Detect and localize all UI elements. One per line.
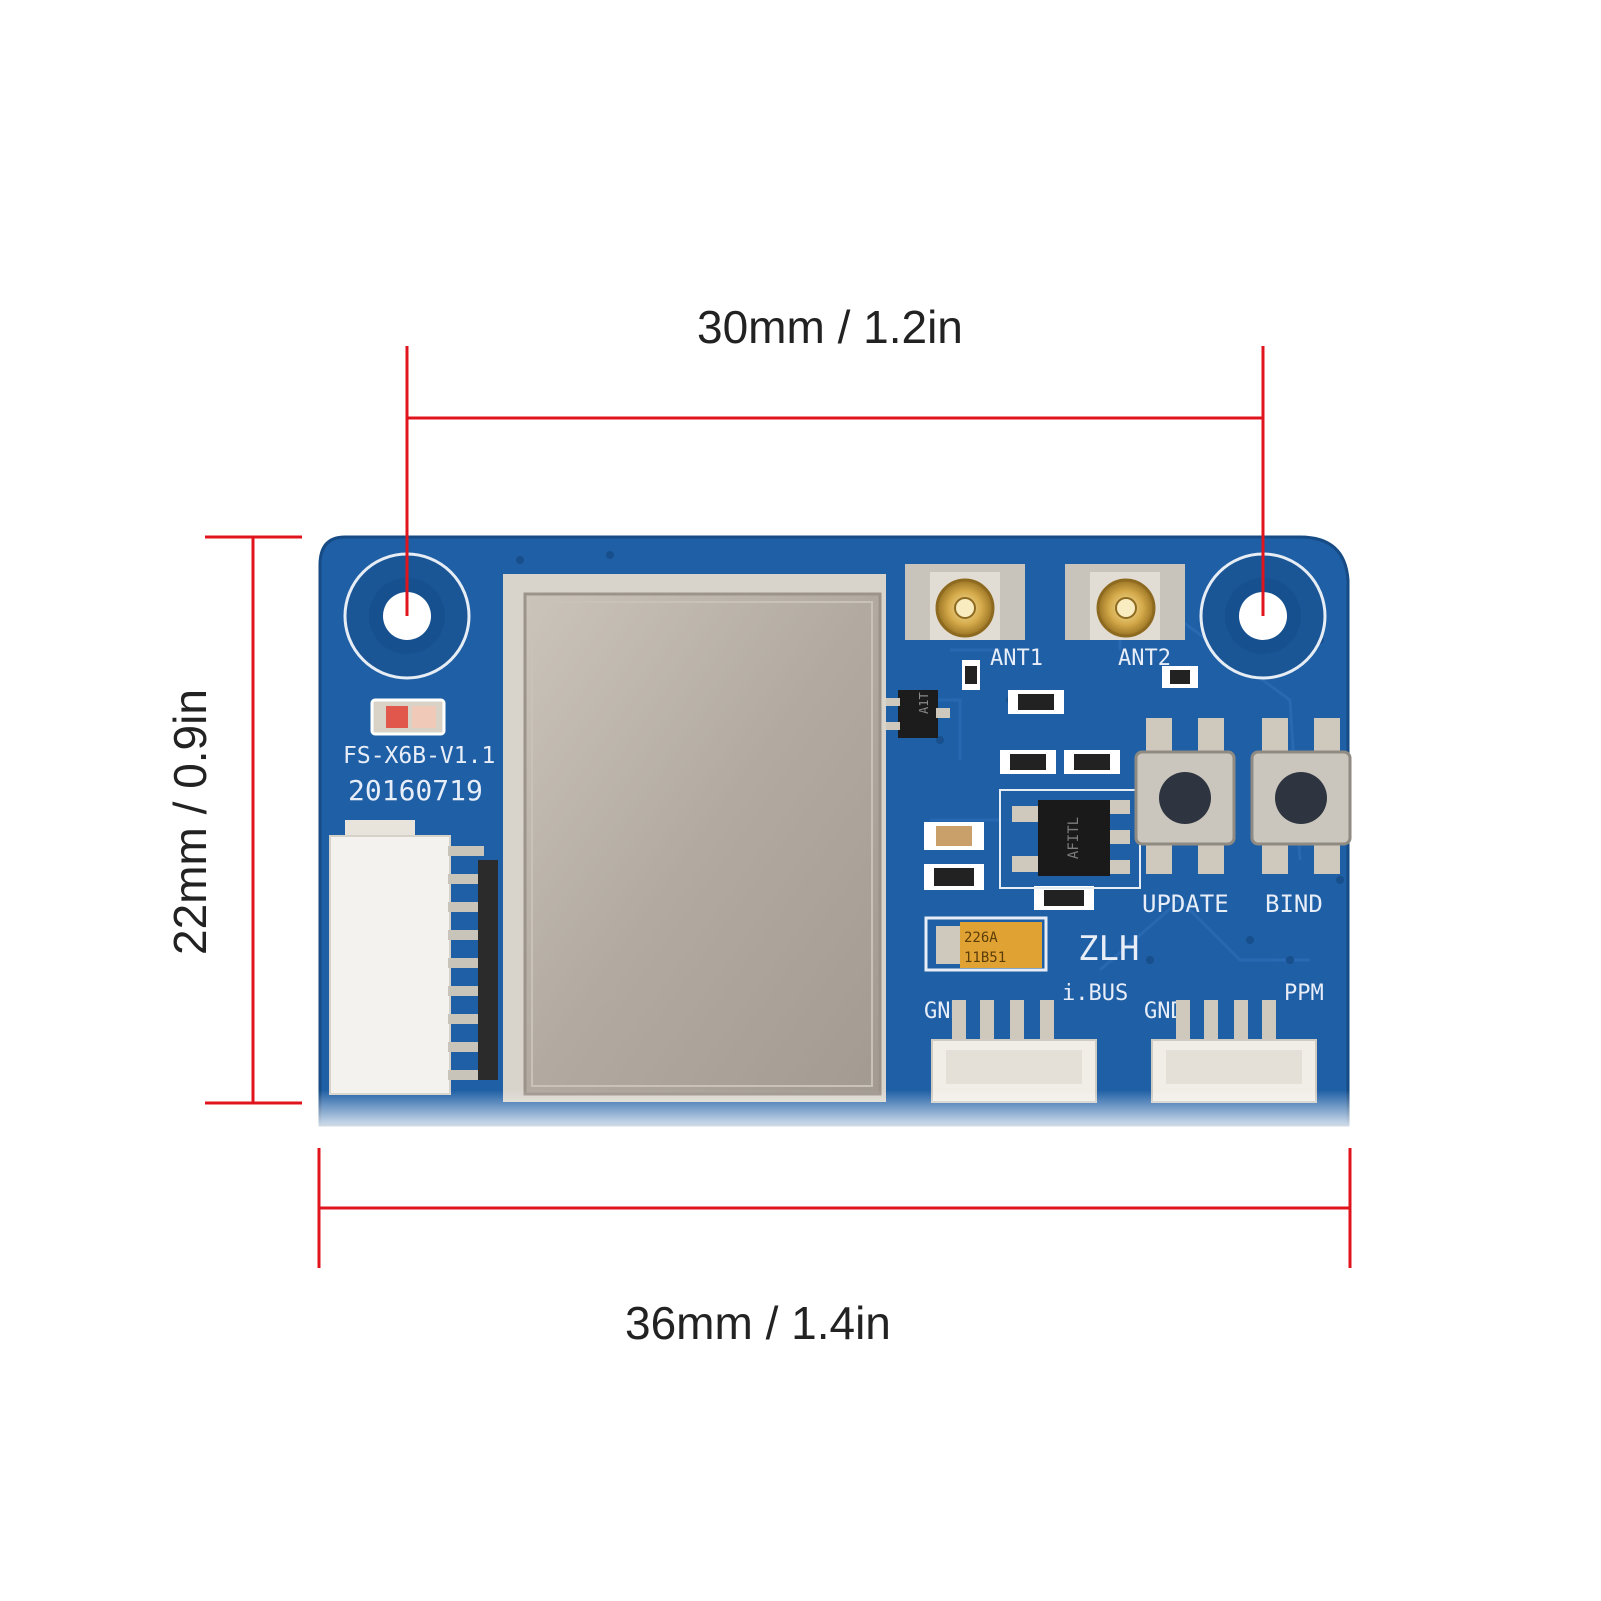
brand-mark-text: ZLH	[1078, 929, 1139, 969]
port-label-ibus: i.BUS	[1062, 981, 1128, 1006]
update-button[interactable]	[1134, 718, 1236, 874]
height-dimension	[205, 535, 302, 1105]
passive-components	[924, 660, 1198, 910]
antenna-connector-2	[1065, 564, 1185, 640]
hole-spacing-dimension	[405, 346, 1265, 616]
bind-button[interactable]	[1250, 718, 1352, 874]
ant1-label: ANT1	[990, 646, 1043, 671]
capacitor-marking-1: 226A	[964, 930, 998, 946]
hole-spacing-label: 30mm / 1.2in	[697, 301, 963, 353]
width-label: 36mm / 1.4in	[625, 1297, 891, 1349]
regulator-ic: AFITL	[999, 789, 1141, 889]
tantalum-capacitor: 226A 11B51	[924, 916, 1048, 972]
width-dimension	[317, 1148, 1352, 1268]
side-connector	[329, 820, 498, 1095]
port-label-ppm: PPM	[1284, 981, 1324, 1006]
board-model-text: FS-X6B-V1.1	[343, 743, 495, 769]
rf-shield	[503, 574, 886, 1102]
capacitor-marking-2: 11B51	[964, 950, 1006, 966]
update-label: UPDATE	[1142, 890, 1229, 918]
transistor: A1T	[886, 690, 950, 738]
ic-marking: AFITL	[1066, 817, 1082, 859]
transistor-marking: A1T	[917, 692, 931, 714]
status-led	[370, 698, 446, 736]
bind-label: BIND	[1265, 890, 1323, 918]
antenna-connector-1	[905, 564, 1025, 640]
board-date-text: 20160719	[348, 774, 483, 807]
